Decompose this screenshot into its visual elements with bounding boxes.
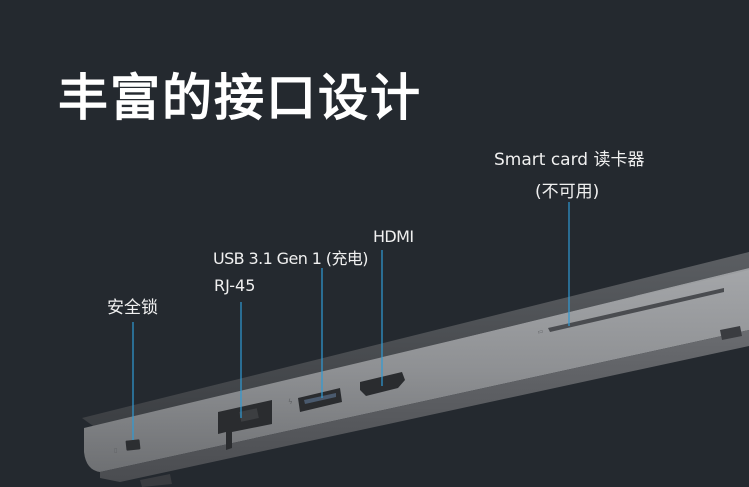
callout-smartcard: Smart card 读卡器 [494, 150, 645, 170]
laptop-lid [82, 252, 749, 428]
callout-hdmi: HDMI [373, 227, 414, 246]
svg-text:ϟ: ϟ [288, 398, 293, 406]
svg-text:▭: ▭ [537, 328, 544, 336]
callout-rj45: RJ-45 [214, 276, 256, 295]
svg-text:▯: ▯ [114, 447, 117, 454]
callout-smartcard-note: (不可用) [535, 182, 600, 202]
laptop-base [84, 270, 749, 472]
usb-port: ϟ [288, 388, 342, 412]
callout-security-lock: 安全锁 [107, 298, 158, 318]
laptop-bottom [100, 330, 749, 482]
rj45-port [218, 400, 272, 450]
callout-lines [132, 202, 570, 440]
security-lock-slot [125, 439, 141, 451]
smartcard-slot [548, 288, 724, 332]
laptop-foot [140, 474, 172, 487]
headline: 丰富的接口设计 [58, 69, 422, 127]
laptop-foot-rear [720, 326, 742, 340]
callout-usb: USB 3.1 Gen 1 (充电) [213, 249, 368, 268]
